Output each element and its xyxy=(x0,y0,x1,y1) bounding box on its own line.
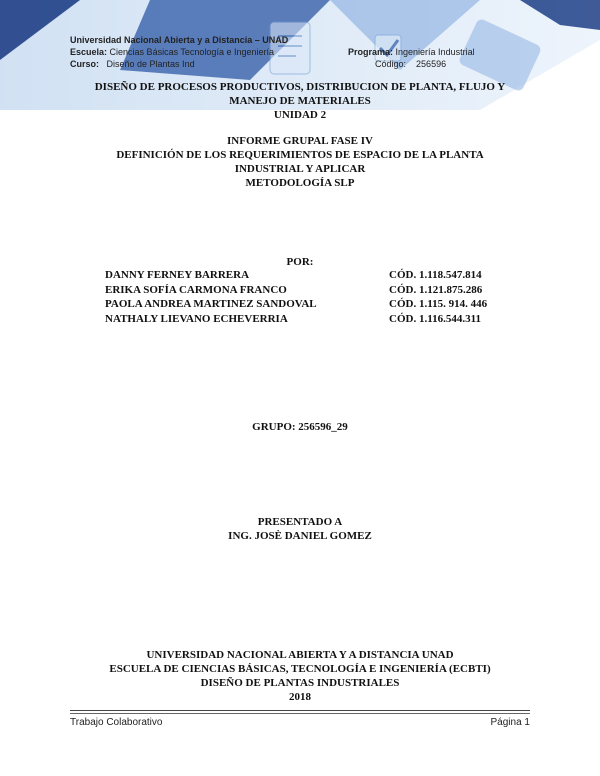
author-row: DANNY FERNEY BARRERA CÓD. 1.118.547.814 xyxy=(105,268,487,283)
institution-block: UNIVERSIDAD NACIONAL ABIERTA Y A DISTANC… xyxy=(0,648,600,704)
subtitle-line: METODOLOGÍA SLP xyxy=(245,177,355,189)
author-name: DANNY FERNEY BARRERA xyxy=(105,269,250,281)
codigo-label: Código: xyxy=(375,59,407,69)
presentado-block: PRESENTADO A ING. JOSÈ DANIEL GOMEZ xyxy=(0,515,600,543)
curso-value: Diseño de Plantas Ind xyxy=(106,59,195,69)
institution-line: ESCUELA DE CIENCIAS BÁSICAS, TECNOLOGÍA … xyxy=(109,663,491,675)
subtitle-line: INDUSTRIAL Y APLICAR xyxy=(234,163,366,175)
author-row: NATHALY LIEVANO ECHEVERRIA CÓD. 1.116.54… xyxy=(105,312,487,327)
institution-line: DISEÑO DE PLANTAS INDUSTRIALES xyxy=(200,677,400,689)
footer-divider xyxy=(70,710,530,711)
title-line: MANEJO DE MATERIALES xyxy=(229,95,371,107)
author-name: ERIKA SOFÍA CARMONA FRANCO xyxy=(105,283,287,296)
presentado-name: ING. JOSÈ DANIEL GOMEZ xyxy=(228,530,372,542)
programa-label: Programa: xyxy=(348,47,394,57)
page-number: Página 1 xyxy=(490,717,530,728)
author-name: PAOLA ANDREA MARTINEZ SANDOVAL xyxy=(105,298,317,311)
footer-left: Trabajo Colaborativo xyxy=(70,717,163,728)
author-list: DANNY FERNEY BARRERA CÓD. 1.118.547.814 … xyxy=(105,268,487,326)
subtitle-line: DEFINICIÓN DE LOS REQUERIMIENTOS DE ESPA… xyxy=(116,149,484,161)
title-line: UNIDAD 2 xyxy=(273,109,327,121)
escuela-value: Ciencias Básicas Tecnología e Ingeniería xyxy=(109,47,274,57)
document-subtitle: INFORME GRUPAL FASE IV DEFINICIÓN DE LOS… xyxy=(0,134,600,190)
author-code: CÓD. 1.115. 914. 446 xyxy=(389,298,488,311)
author-code: CÓD. 1.118.547.814 xyxy=(389,269,482,281)
subtitle-line: INFORME GRUPAL FASE IV xyxy=(227,135,373,147)
programa-value: Ingeniería Industrial xyxy=(395,47,475,57)
document-title: DISEÑO DE PROCESOS PRODUCTIVOS, DISTRIBU… xyxy=(0,80,600,122)
footer-divider-thin xyxy=(70,713,530,714)
curso-label: Curso: xyxy=(70,59,99,69)
clipboard-icon xyxy=(269,21,311,75)
por-label: POR: xyxy=(286,256,314,268)
author-code: CÓD. 1.121.875.286 xyxy=(389,283,483,296)
author-row: PAOLA ANDREA MARTINEZ SANDOVAL CÓD. 1.11… xyxy=(105,297,487,312)
author-row: ERIKA SOFÍA CARMONA FRANCO CÓD. 1.121.87… xyxy=(105,283,487,298)
title-line: DISEÑO DE PROCESOS PRODUCTIVOS, DISTRIBU… xyxy=(94,81,506,93)
document-header: Universidad Nacional Abierta y a Distanc… xyxy=(70,34,475,70)
institution-line: UNIVERSIDAD NACIONAL ABIERTA Y A DISTANC… xyxy=(146,649,454,661)
escuela-label: Escuela: xyxy=(70,47,108,57)
grupo-label: GRUPO: 256596_29 xyxy=(252,421,348,433)
header-banner xyxy=(0,0,600,110)
university-name: Universidad Nacional Abierta y a Distanc… xyxy=(70,35,289,45)
author-code: CÓD. 1.116.544.311 xyxy=(389,312,481,325)
institution-year: 2018 xyxy=(289,691,311,703)
presentado-label: PRESENTADO A xyxy=(257,516,343,528)
author-name: NATHALY LIEVANO ECHEVERRIA xyxy=(105,312,288,325)
codigo-value: 256596 xyxy=(416,59,447,69)
page-footer: Trabajo Colaborativo Página 1 xyxy=(70,717,530,728)
checkbox-icon xyxy=(374,34,402,62)
